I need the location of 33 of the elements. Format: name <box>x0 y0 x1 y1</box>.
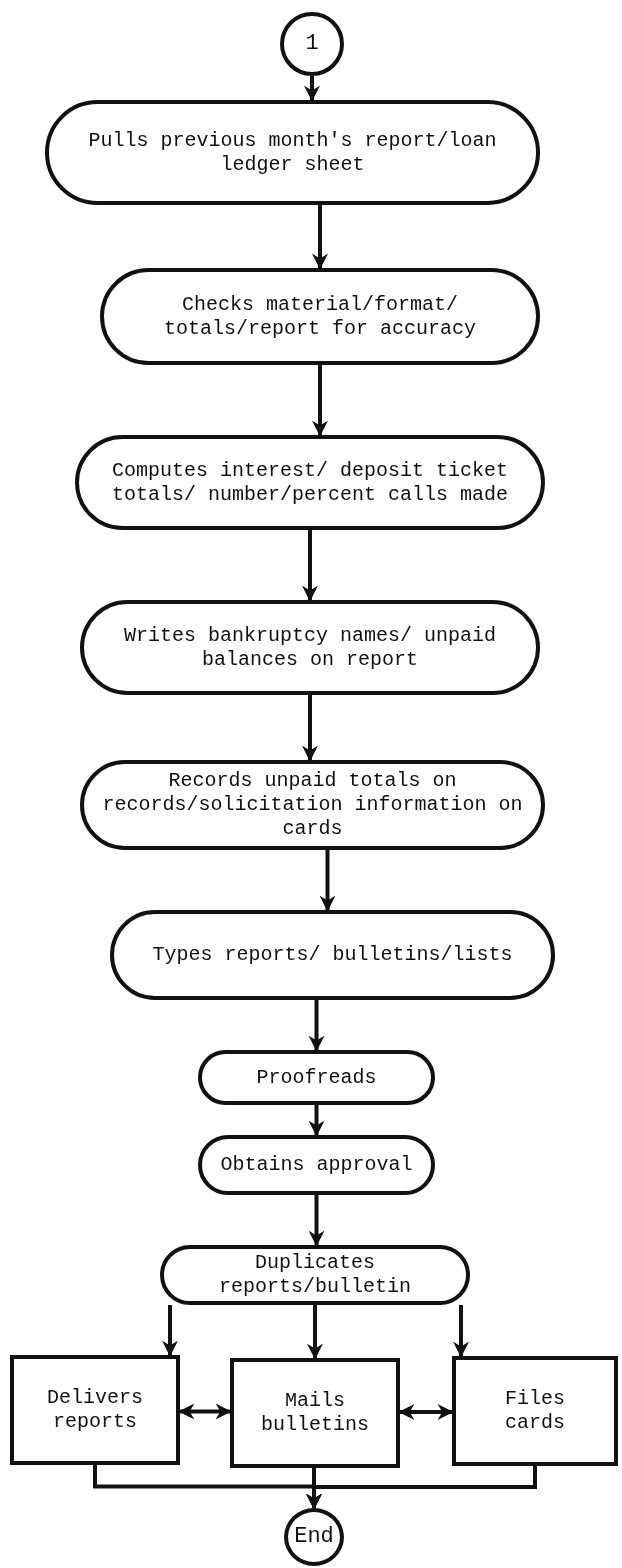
step-text: Files cards <box>504 1387 566 1435</box>
step-text: 1 <box>305 30 319 58</box>
step-text: Checks material/format/ totals/report for accuracy <box>162 292 478 341</box>
step-text: Types reports/ bulletins/lists <box>152 943 513 967</box>
step-text: Writes bankruptcy names/ unpaid balances on report <box>122 623 498 672</box>
arrow <box>312 365 328 437</box>
task-box <box>452 1356 618 1466</box>
arrow <box>304 76 320 102</box>
process-box <box>160 1245 470 1305</box>
step-text: End <box>294 1523 334 1551</box>
arrow <box>308 1195 325 1247</box>
step-text: Computes interest/ deposit ticket totals/ number/percent calls made <box>110 458 510 507</box>
step-text: Duplicates reports/bulletin <box>218 1251 412 1299</box>
arrow <box>308 1000 325 1052</box>
step-text: Pulls previous month's report/loan ledger sheet <box>87 128 498 177</box>
arrow <box>162 1305 178 1357</box>
arrow <box>302 530 318 602</box>
task-box <box>230 1358 400 1468</box>
process-box <box>198 1050 435 1105</box>
arrow <box>307 1305 323 1360</box>
arrow <box>302 695 318 762</box>
arrow <box>308 1105 325 1137</box>
step-text: Records unpaid totals on records/solicitation information on cards <box>101 769 524 841</box>
process-box <box>198 1135 435 1195</box>
step-text: Obtains approval <box>220 1153 413 1177</box>
arrow <box>312 205 328 270</box>
arrow <box>319 850 336 912</box>
task-box <box>10 1355 180 1465</box>
step-text: Proofreads <box>256 1065 377 1090</box>
step-text: Delivers reports <box>46 1386 144 1434</box>
step-text: Mails bulletins <box>260 1389 370 1437</box>
connector-circle <box>280 12 344 76</box>
arrow <box>453 1305 469 1358</box>
